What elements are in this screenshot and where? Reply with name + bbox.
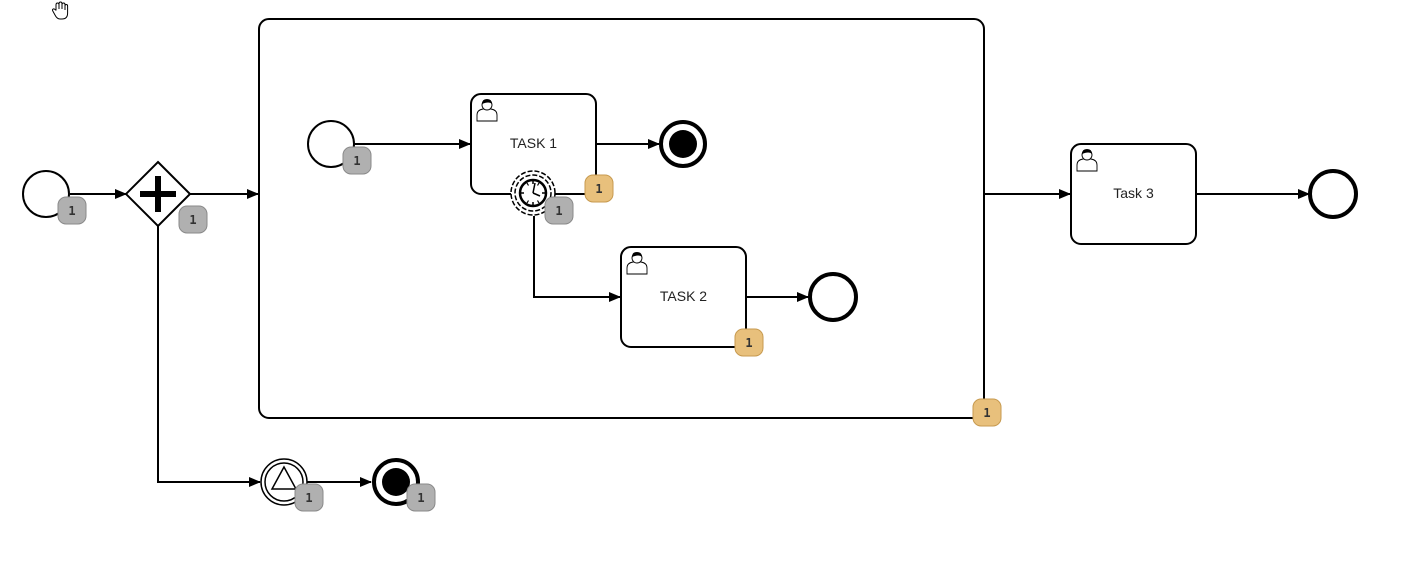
svg-text:1: 1	[417, 491, 424, 505]
badge-signal-event: 1	[294, 483, 324, 512]
task-3[interactable]: Task 3	[1070, 143, 1197, 245]
badge-start-event: 1	[57, 196, 87, 225]
svg-text:1: 1	[555, 204, 562, 218]
end-event-final[interactable]	[1308, 169, 1358, 219]
user-icon	[626, 252, 648, 275]
badge-task1-active: 1	[584, 174, 614, 203]
svg-text:1: 1	[189, 213, 196, 227]
token-badges: 1 1 1 1 1 1 1 1	[57, 146, 1002, 512]
badge-subprocess-active: 1	[972, 398, 1002, 427]
svg-text:1: 1	[68, 204, 75, 218]
svg-text:1: 1	[745, 336, 752, 350]
svg-text:1: 1	[353, 154, 360, 168]
badge-subprocess-start: 1	[342, 146, 372, 175]
user-icon	[476, 99, 498, 122]
task-2-label: TASK 2	[660, 288, 707, 304]
badge-task2-active: 1	[734, 328, 764, 357]
task-1-label: TASK 1	[510, 135, 557, 151]
end-event-task2[interactable]	[808, 272, 858, 322]
triangle-signal-icon	[270, 465, 298, 490]
svg-text:1: 1	[595, 182, 602, 196]
flow-timer-to-task2	[533, 216, 621, 302]
task-1[interactable]: TASK 1	[470, 93, 597, 195]
flow-gateway-to-signal	[157, 226, 261, 487]
task-3-label: Task 3	[1113, 185, 1154, 201]
timer-boundary-event[interactable]	[510, 170, 556, 216]
user-icon	[1076, 149, 1098, 172]
task-2[interactable]: TASK 2	[620, 246, 747, 348]
subprocess[interactable]	[258, 18, 985, 419]
hand-tool-icon[interactable]	[51, 1, 69, 20]
svg-text:1: 1	[305, 491, 312, 505]
badge-parallel-gateway: 1	[178, 205, 208, 234]
parallel-gateway[interactable]	[124, 160, 192, 228]
svg-text:1: 1	[983, 406, 990, 420]
clock-icon	[518, 178, 548, 208]
badge-terminate-end: 1	[406, 483, 436, 512]
terminate-end-event-task1[interactable]	[659, 120, 707, 168]
sequence-flows	[70, 139, 1310, 487]
badge-timer-boundary: 1	[544, 196, 574, 225]
